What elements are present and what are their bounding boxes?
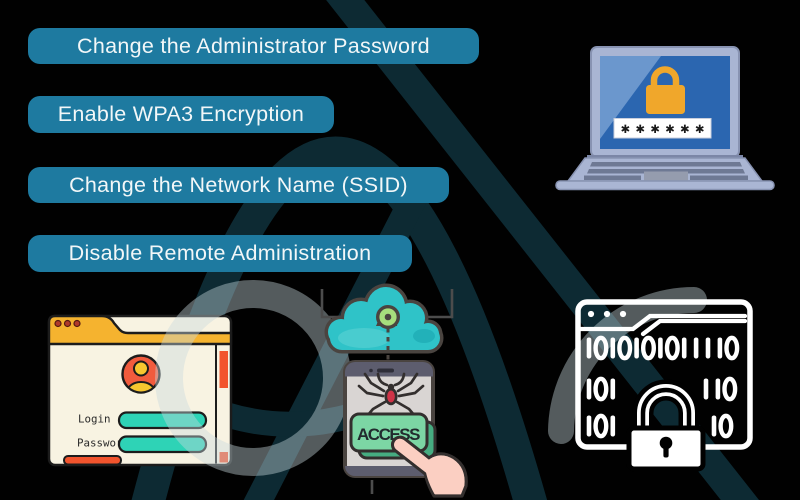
phone-speaker xyxy=(377,368,394,373)
keyboard-row xyxy=(690,175,748,180)
cloud-icon xyxy=(324,283,444,354)
avatar-body xyxy=(126,381,156,392)
binary-one xyxy=(610,415,616,437)
watermark-pale-ring xyxy=(155,280,351,476)
hand-icon xyxy=(390,435,468,498)
binary-one xyxy=(610,378,616,400)
binary-one xyxy=(693,337,699,359)
phone-bottom-bar xyxy=(345,466,433,476)
avatar-head xyxy=(133,360,149,377)
binary-zero xyxy=(593,335,609,361)
keyhole-icon xyxy=(659,436,673,450)
binary-one xyxy=(634,337,639,359)
padlock-icon xyxy=(650,66,680,87)
secure-padlock-icon xyxy=(626,379,706,472)
binary-one xyxy=(711,415,717,437)
password-field xyxy=(613,118,712,139)
login-window-titlebar xyxy=(47,314,233,346)
keyboard-row xyxy=(587,169,745,174)
padlock-body xyxy=(646,85,685,114)
binary-zero xyxy=(593,413,609,439)
keyboard-row xyxy=(590,162,742,167)
binary-code xyxy=(586,335,740,439)
binary-one xyxy=(586,415,592,437)
password-label: Password xyxy=(77,437,129,450)
browser-dots-icon xyxy=(587,310,627,318)
scrollbar-bottom-block xyxy=(219,452,228,463)
binary-zero xyxy=(617,335,633,361)
binary-one xyxy=(717,337,723,359)
binary-one xyxy=(586,378,592,400)
tip-change-ssid: Change the Network Name (SSID) xyxy=(28,167,449,203)
tip-change-admin-password: Change the Administrator Password xyxy=(28,28,479,64)
window-dots-icon xyxy=(54,319,81,328)
login-window-illustration: Login Password xyxy=(47,314,233,467)
tip-enable-wpa3: Enable WPA3 Encryption xyxy=(28,96,334,133)
binary-one xyxy=(658,337,663,359)
laptop-password-illustration: ✱✱✱✱✱✱ xyxy=(555,46,775,191)
browser-header-slash xyxy=(575,313,748,337)
spider-icon xyxy=(357,372,425,418)
binary-zero xyxy=(718,413,734,439)
binary-zero xyxy=(664,335,680,361)
cloud-access-phone-illustration: ACCESS xyxy=(320,283,468,498)
login-input xyxy=(117,411,208,430)
access-button-label: ACCESS xyxy=(357,425,421,444)
phone-camera-dot xyxy=(369,368,373,373)
binary-zero xyxy=(722,376,738,402)
binary-zero xyxy=(641,335,657,361)
scrollbar-thumb xyxy=(219,351,228,388)
trackpad xyxy=(644,171,688,181)
binary-zero xyxy=(724,335,740,361)
tip-disable-remote-admin: Disable Remote Administration xyxy=(28,235,412,272)
binary-zero xyxy=(593,376,609,402)
binary-one xyxy=(681,337,687,359)
binary-one xyxy=(715,378,721,400)
binary-one xyxy=(586,337,592,359)
binary-one xyxy=(610,337,616,359)
login-submit-button xyxy=(63,455,122,466)
password-input xyxy=(117,435,208,454)
login-label: Login xyxy=(78,413,111,426)
laptop-front-lip xyxy=(555,180,775,191)
binary-one xyxy=(703,378,709,400)
binary-one xyxy=(705,337,711,359)
cloud-node-center xyxy=(384,313,392,321)
binary-browser-illustration xyxy=(575,299,753,472)
keyboard-row xyxy=(584,175,641,180)
